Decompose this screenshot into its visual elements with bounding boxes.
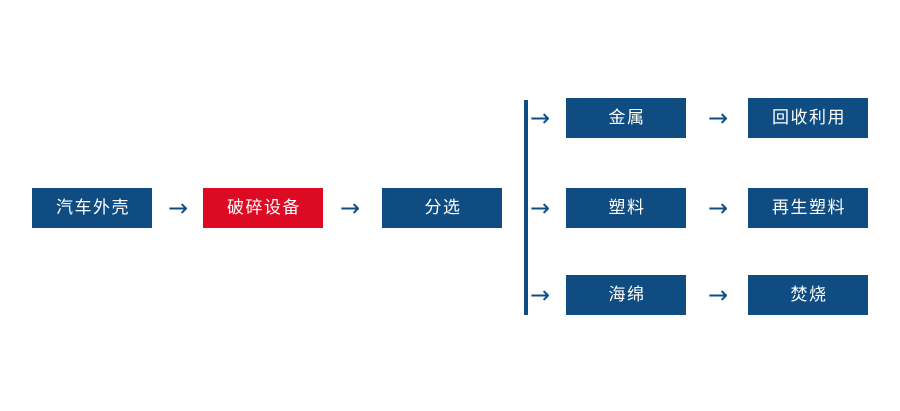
arrow-glyph: →: [167, 194, 189, 222]
arrow-right-icon-1: →: [165, 195, 191, 221]
node-recycle[interactable]: 回收利用: [748, 98, 868, 138]
arrow-glyph: →: [707, 104, 729, 132]
arrow-right-icon-plastic-outcome: →: [705, 195, 731, 221]
node-car-shell[interactable]: 汽车外壳: [32, 188, 152, 228]
node-plastic[interactable]: 塑料: [566, 188, 686, 228]
node-crusher-label: 破碎设备: [227, 197, 301, 218]
arrow-right-icon-2: →: [337, 195, 363, 221]
arrow-right-icon-metal-outcome: →: [705, 105, 731, 131]
arrow-glyph: →: [707, 281, 729, 309]
node-recycled-plastic[interactable]: 再生塑料: [748, 188, 868, 228]
node-plastic-label: 塑料: [608, 197, 646, 218]
node-metal-label: 金属: [608, 107, 646, 128]
branch-arrow-icon-sponge: →: [527, 282, 553, 308]
node-sorting-label: 分选: [424, 197, 462, 218]
node-recycled-plastic-label: 再生塑料: [772, 197, 846, 218]
node-sponge[interactable]: 海绵: [566, 275, 686, 315]
node-incineration[interactable]: 焚烧: [748, 275, 868, 315]
arrow-glyph: →: [707, 194, 729, 222]
node-incineration-label: 焚烧: [790, 284, 828, 305]
node-crusher[interactable]: 破碎设备: [203, 188, 323, 228]
arrow-glyph: →: [529, 281, 551, 309]
branch-bus-line: [524, 100, 528, 315]
arrow-right-icon-sponge-outcome: →: [705, 282, 731, 308]
node-sponge-label: 海绵: [608, 284, 646, 305]
arrow-glyph: →: [339, 194, 361, 222]
node-recycle-label: 回收利用: [772, 107, 846, 128]
node-metal[interactable]: 金属: [566, 98, 686, 138]
node-sorting[interactable]: 分选: [382, 188, 502, 228]
arrow-glyph: →: [529, 194, 551, 222]
branch-arrow-icon-metal: →: [527, 105, 553, 131]
node-car-shell-label: 汽车外壳: [56, 197, 130, 218]
branch-arrow-icon-plastic: →: [527, 195, 553, 221]
arrow-glyph: →: [529, 104, 551, 132]
